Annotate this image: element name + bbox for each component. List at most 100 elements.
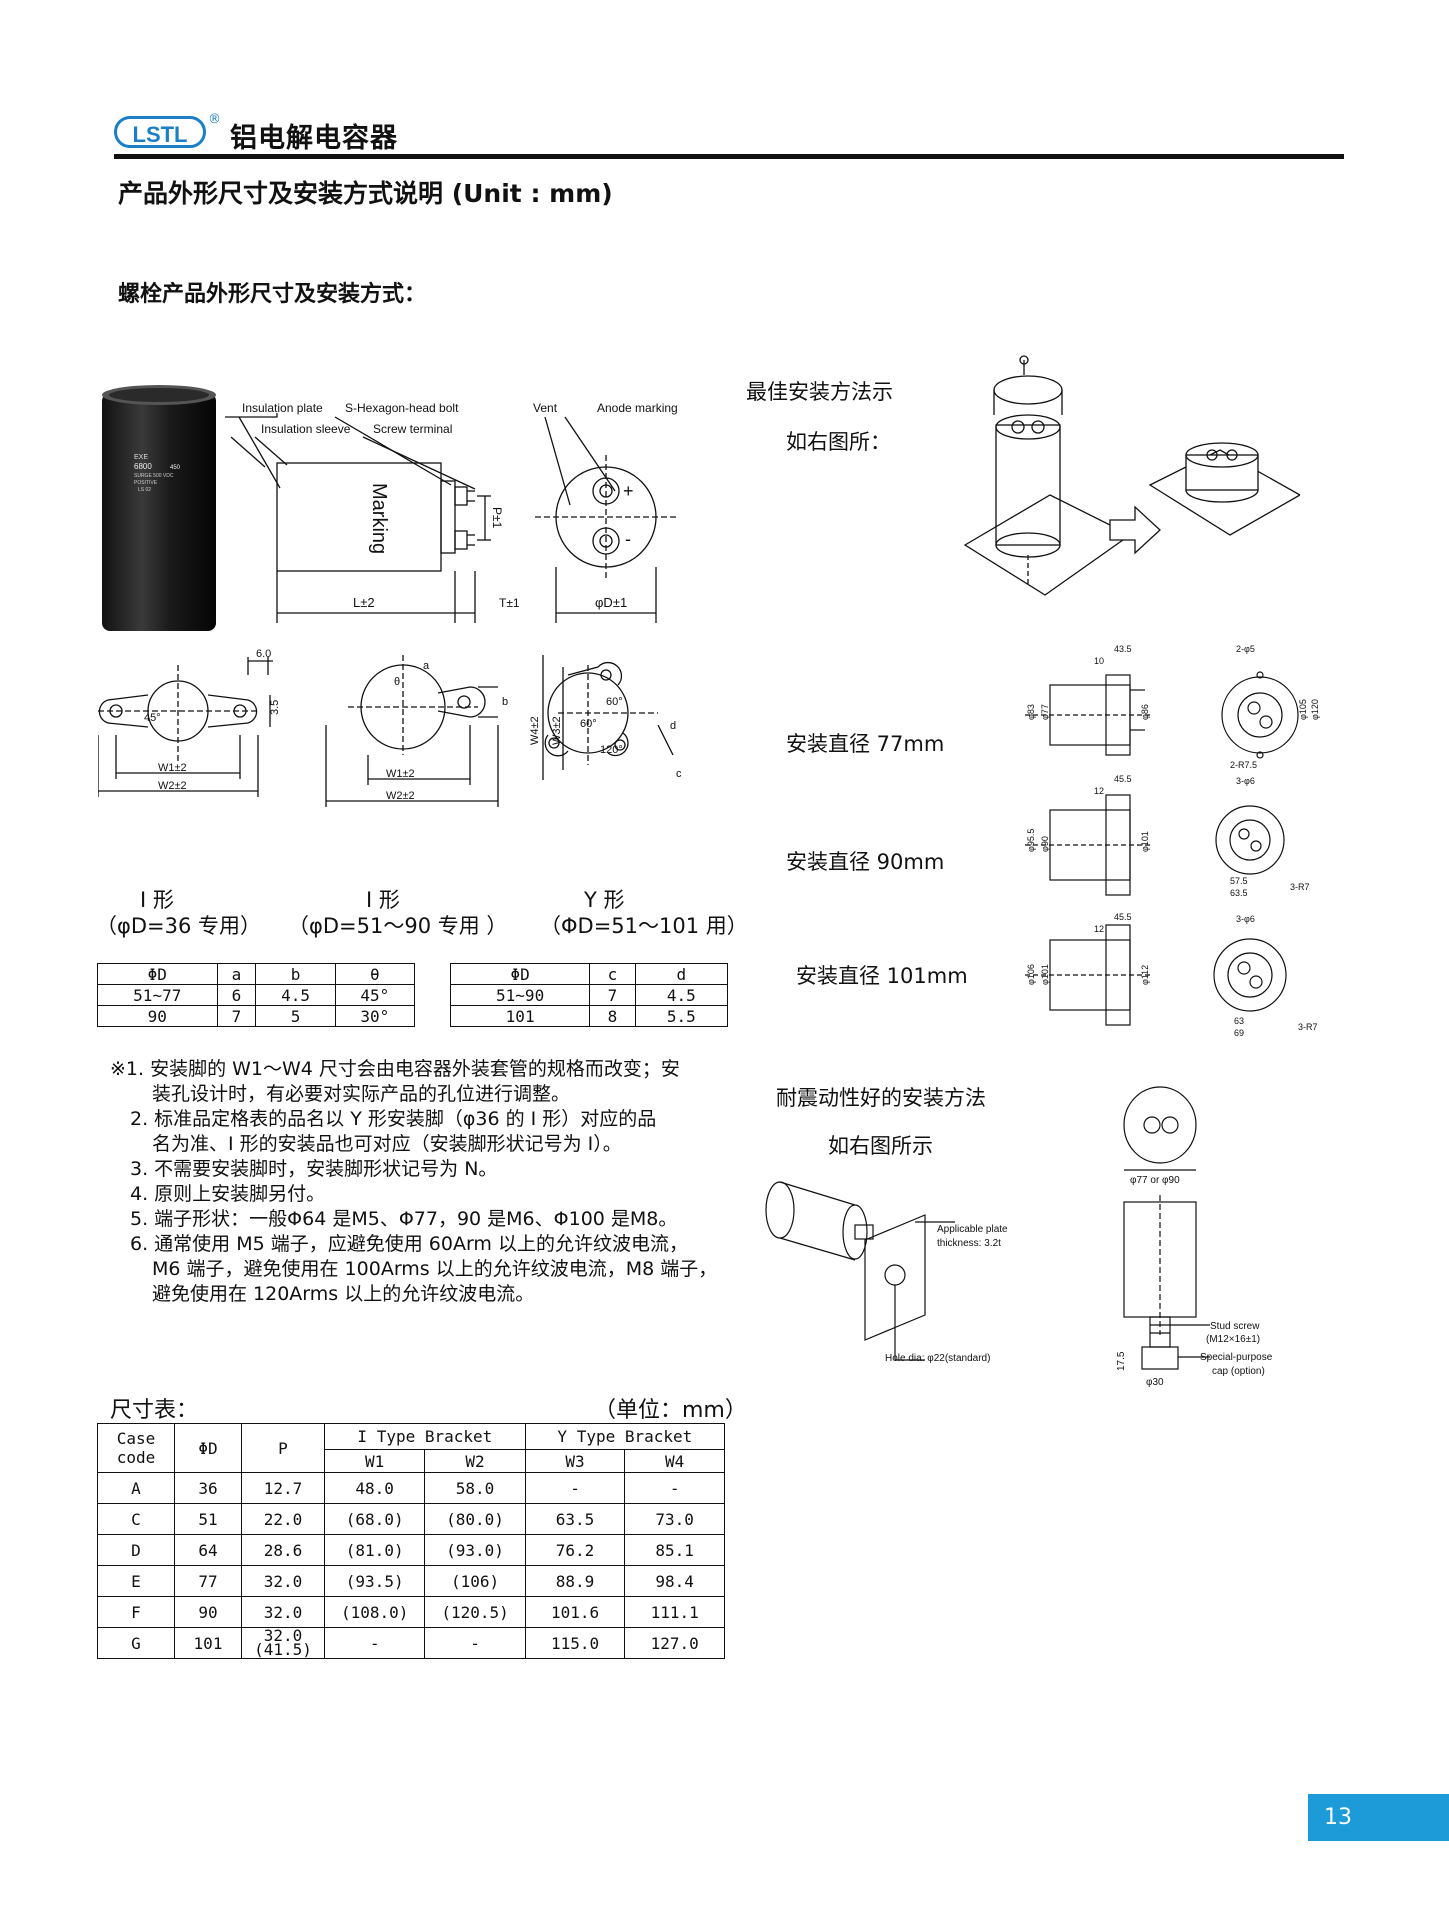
notes-block: ※1. 安装脚的 W1～W4 尺寸会由电容器外装套管的规格而改变；安 装孔设计时…	[110, 1057, 717, 1307]
svg-text:φ106: φ106	[1026, 964, 1036, 985]
svg-text:W2±2: W2±2	[158, 780, 187, 792]
registered-mark: ®	[208, 112, 221, 127]
svg-text:3-φ6: 3-φ6	[1236, 914, 1255, 924]
diameter-77-label: 安装直径 77mm	[786, 732, 945, 756]
note-line: 2. 标准品定格表的品名以 Y 形安装脚（φ36 的 Ⅰ 形）对应的品	[130, 1108, 657, 1130]
svg-text:φ86: φ86	[1140, 704, 1150, 720]
shape-desc-1: （φD=36 专用）	[96, 914, 262, 938]
svg-text:Anode marking: Anode marking	[597, 401, 678, 415]
svg-text:60°: 60°	[580, 718, 597, 730]
svg-text:W2±2: W2±2	[386, 790, 415, 802]
best-mount-sub: 如右图所：	[786, 430, 891, 454]
svg-text:Hole dia: φ22(standard): Hole dia: φ22(standard)	[885, 1353, 990, 1364]
svg-text:cap (option): cap (option)	[1212, 1366, 1265, 1377]
svg-text:2-φ5: 2-φ5	[1236, 644, 1255, 654]
shape-desc-2: （φD=51～90 专用 ）	[288, 914, 508, 938]
svg-text:Applicable plate: Applicable plate	[937, 1224, 1008, 1235]
stud-mount-drawing: φ77 or φ90 Stud screw (M12×16±1) Special…	[1116, 1086, 1273, 1388]
svg-text:17.5: 17.5	[1116, 1351, 1127, 1371]
svg-text:63.5: 63.5	[1230, 888, 1248, 898]
best-mount-title: 最佳安装方法示	[746, 380, 893, 404]
svg-text:φ77: φ77	[1040, 704, 1050, 720]
shock-mount-drawing: Applicable plate thickness: 3.2t Hole di…	[765, 1181, 1008, 1364]
note-line: ※1. 安装脚的 W1～W4 尺寸会由电容器外装套管的规格而改变；安	[110, 1058, 680, 1080]
svg-text:L±2: L±2	[353, 595, 375, 610]
svg-text:θ: θ	[394, 676, 400, 688]
svg-text:a: a	[423, 660, 430, 672]
svg-text:Marking: Marking	[368, 483, 390, 554]
svg-text:φ83: φ83	[1026, 704, 1036, 720]
svg-text:3.5: 3.5	[269, 700, 281, 715]
svg-text:10: 10	[1094, 656, 1104, 666]
svg-text:b: b	[502, 696, 508, 708]
shape-desc-3: （ΦD=51～101 用）	[540, 914, 748, 938]
svg-text:Insulation plate: Insulation plate	[242, 401, 323, 415]
svg-text:φD±1: φD±1	[595, 595, 627, 610]
shape-label-2: Ⅰ 形	[366, 888, 400, 912]
outline-drawing: Insulation plate S-Hexagon-head bolt Ven…	[225, 401, 678, 623]
header-rule	[114, 154, 1344, 159]
diameter-90-label: 安装直径 90mm	[786, 850, 945, 874]
svg-text:Insulation sleeve: Insulation sleeve	[261, 422, 351, 436]
brand-logo: LSTL	[114, 116, 206, 148]
brand-title: 铝电解电容器	[230, 123, 398, 154]
svg-text:φ120: φ120	[1310, 699, 1320, 720]
note-line: 装孔设计时，有必要对实际产品的孔位进行调整。	[152, 1083, 571, 1105]
svg-text:LS 02: LS 02	[138, 487, 151, 493]
svg-text:3-R7: 3-R7	[1298, 1022, 1318, 1032]
svg-text:12: 12	[1094, 924, 1104, 934]
diameter-101-label: 安装直径 101mm	[796, 964, 968, 988]
svg-text:60°: 60°	[606, 696, 623, 708]
svg-text:45°: 45°	[144, 712, 161, 724]
svg-text:φ101: φ101	[1140, 831, 1150, 852]
svg-text:(M12×16±1): (M12×16±1)	[1206, 1334, 1260, 1345]
svg-text:Vent: Vent	[533, 401, 558, 415]
svg-text:SURGE 500 VDC: SURGE 500 VDC	[134, 473, 174, 479]
svg-text:3-R7: 3-R7	[1290, 882, 1310, 892]
note-line: 避免使用在 120Arms 以上的允许纹波电流。	[152, 1283, 535, 1305]
svg-text:φ101: φ101	[1040, 964, 1050, 985]
svg-text:12: 12	[1094, 786, 1104, 796]
svg-text:W1±2: W1±2	[158, 762, 187, 774]
dimension-table: Case code ΦD P I Type Bracket Y Type Bra…	[97, 1423, 726, 1659]
svg-text:Stud screw: Stud screw	[1210, 1321, 1260, 1332]
shape-label-3: Y 形	[584, 888, 625, 912]
shock-mount-sub: 如右图所示	[828, 1134, 933, 1158]
svg-text:Screw terminal: Screw terminal	[373, 422, 452, 436]
bracket-drawings: 6.0 3.5 45° W1±2 W2±2 θ a b W1±2 W2±2 W4…	[98, 648, 682, 807]
page-title: 产品外形尺寸及安装方式说明 (Unit : mm)	[118, 179, 613, 208]
svg-text:45.5: 45.5	[1114, 774, 1132, 784]
svg-text:43.5: 43.5	[1114, 644, 1132, 654]
svg-text:T±1: T±1	[499, 596, 520, 610]
note-line: M6 端子，避免使用在 100Arms 以上的允许纹波电流，M8 端子，	[152, 1258, 718, 1280]
svg-text:57.5: 57.5	[1230, 876, 1248, 886]
svg-text:3-φ6: 3-φ6	[1236, 776, 1255, 786]
svg-text:thickness: 3.2t: thickness: 3.2t	[937, 1238, 1001, 1249]
svg-text:c: c	[676, 768, 682, 780]
svg-text:W4±2: W4±2	[529, 716, 541, 745]
svg-text:φ30: φ30	[1146, 1377, 1164, 1388]
svg-text:69: 69	[1234, 1028, 1244, 1038]
svg-text:450: 450	[170, 465, 181, 471]
svg-text:S-Hexagon-head bolt: S-Hexagon-head bolt	[345, 401, 459, 415]
best-mount-drawing	[963, 355, 1300, 596]
svg-text:6800: 6800	[134, 462, 152, 471]
svg-text:φ112: φ112	[1140, 965, 1150, 985]
note-line: 4. 原则上安装脚另付。	[130, 1183, 326, 1205]
svg-text:63: 63	[1234, 1016, 1244, 1026]
svg-text:φ90: φ90	[1040, 836, 1050, 852]
note-line: 3. 不需要安装脚时，安装脚形状记号为 N。	[130, 1158, 498, 1180]
svg-text:6.0: 6.0	[256, 648, 271, 660]
svg-text:EXE: EXE	[134, 454, 148, 461]
svg-text:d: d	[670, 720, 676, 732]
svg-text:φ105: φ105	[1298, 699, 1308, 720]
svg-text:2-R7.5: 2-R7.5	[1230, 760, 1257, 770]
